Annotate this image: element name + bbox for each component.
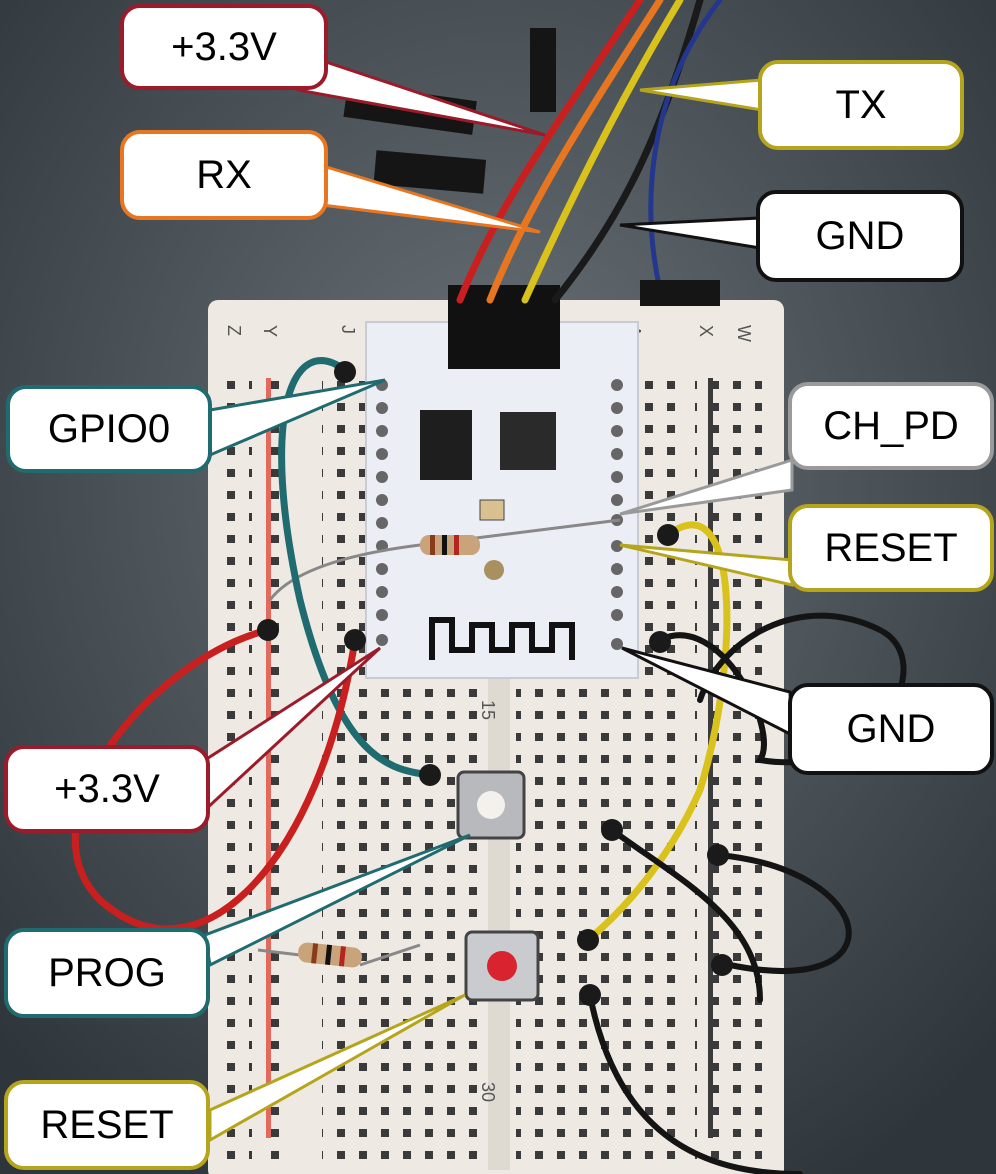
column-letter: Y	[260, 325, 280, 337]
callout-pointers	[203, 47, 794, 1143]
row-number: 15	[478, 700, 498, 720]
label-gpio0: GPIO0	[6, 385, 212, 473]
label-tx: TX	[758, 60, 964, 150]
resistor	[268, 518, 621, 601]
label-ch-pd: CH_PD	[788, 382, 994, 470]
label-vcc-left: +3.3V	[4, 745, 210, 833]
label-rx: RX	[120, 130, 328, 220]
red-rail-line	[266, 378, 271, 1138]
label-vcc-top: +3.3V	[120, 4, 328, 90]
jumper-wire	[584, 521, 731, 944]
label-prog: PROG	[4, 928, 210, 1018]
reset-pushbutton	[464, 930, 540, 1002]
jumper-wire	[648, 0, 723, 293]
label-gnd-right: GND	[788, 683, 994, 775]
jumper-wire	[715, 852, 852, 974]
label-gnd-top: GND	[756, 190, 964, 282]
column-letter: W	[734, 325, 754, 342]
esp8266-module	[365, 285, 639, 679]
column-letter: Z	[224, 325, 244, 336]
column-letter: J	[338, 325, 358, 334]
column-letter: X	[696, 325, 716, 337]
resistor	[257, 942, 421, 968]
row-number: 30	[478, 1082, 498, 1102]
jumper-wire	[71, 626, 359, 933]
label-reset-right: RESET	[788, 504, 994, 592]
jumper-wire	[456, 0, 644, 304]
prog-pushbutton	[456, 770, 526, 840]
jumper-wire	[278, 357, 434, 779]
jumper-wire	[486, 0, 664, 304]
jumper-wire	[587, 992, 803, 1174]
jumper-wire	[521, 0, 684, 304]
label-reset-bottom: RESET	[4, 1080, 210, 1170]
